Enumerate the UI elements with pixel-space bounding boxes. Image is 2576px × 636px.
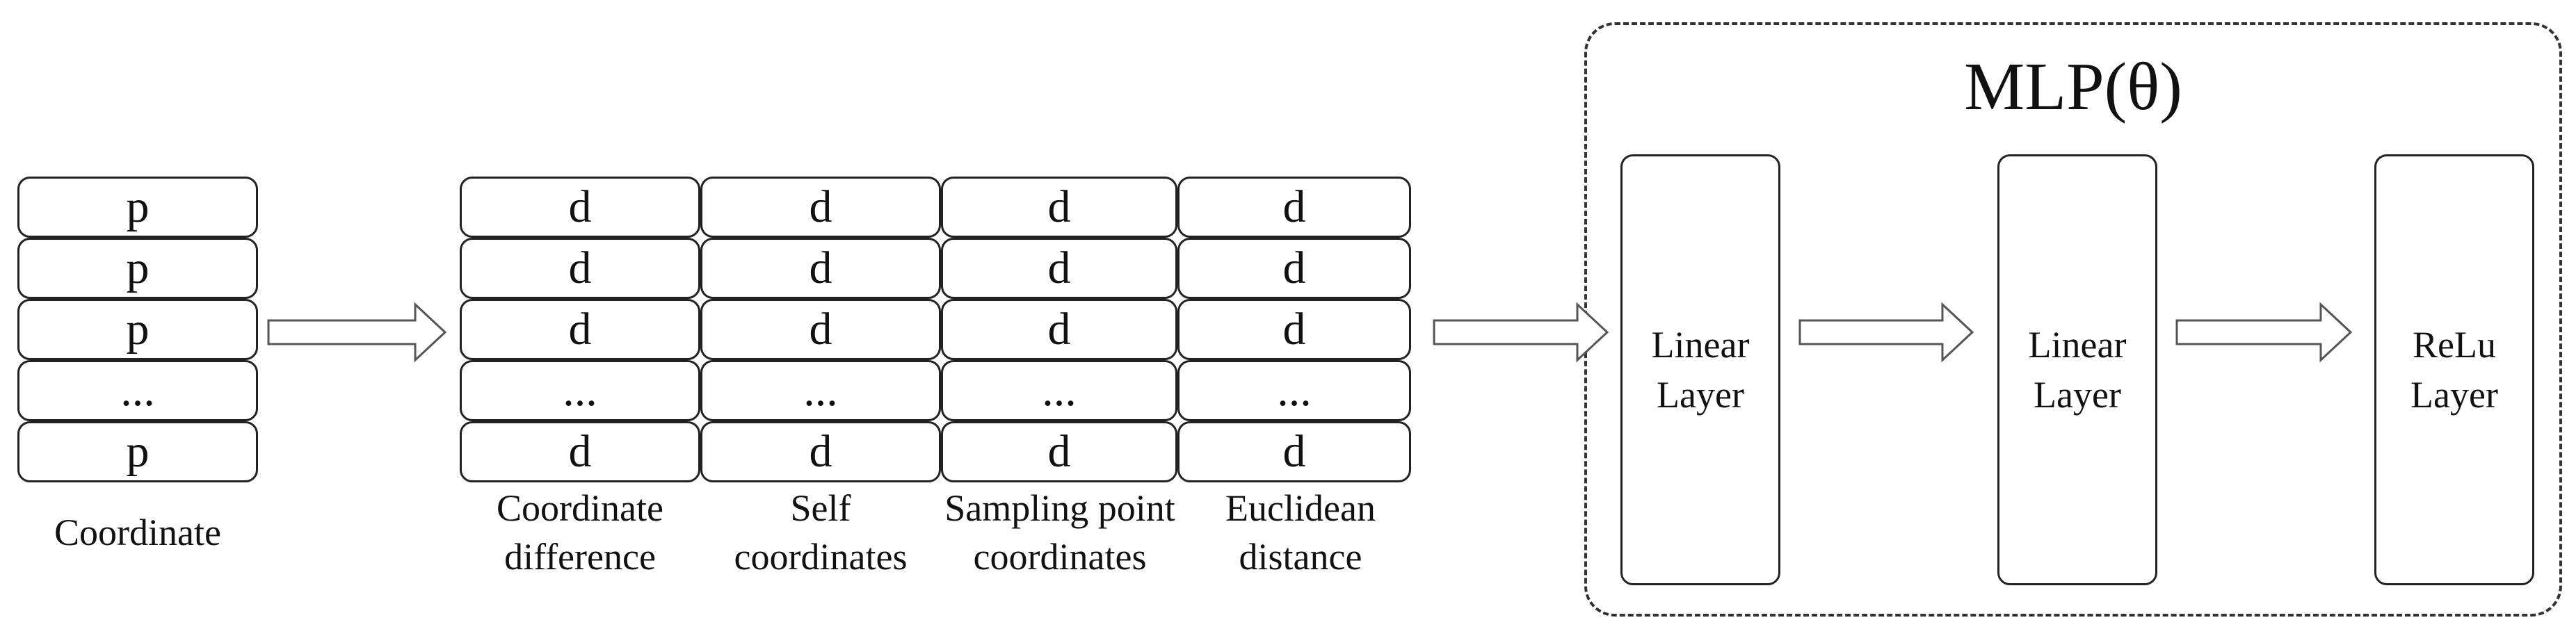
feature-cell: d	[700, 421, 941, 482]
label-line: difference	[504, 536, 656, 578]
feature-column-label: Self coordinates	[702, 484, 939, 581]
coordinate-cell: ...	[17, 360, 258, 421]
coordinate-cell: p	[17, 177, 258, 238]
arrow-right-icon	[1798, 302, 1974, 363]
feature-cell: ...	[941, 360, 1177, 421]
feature-cell: d	[1177, 421, 1411, 482]
feature-cell: d	[460, 299, 700, 360]
mlp-title: MLP(θ)	[1964, 49, 2182, 124]
feature-cell: d	[941, 238, 1177, 299]
feature-cell: d	[460, 238, 700, 299]
feature-column-label: Sampling point coordinates	[931, 484, 1189, 581]
label-line: coordinates	[973, 536, 1147, 578]
arrow-right-icon	[1433, 302, 1609, 363]
layer-label-line: Layer	[1657, 374, 1744, 416]
linear-layer-2: Linear Layer	[1997, 154, 2157, 585]
label-line: Coordinate	[497, 487, 663, 529]
coordinate-cell: p	[17, 421, 258, 482]
feature-column-label: Euclidean distance	[1189, 484, 1412, 581]
feature-cell: d	[1177, 238, 1411, 299]
feature-cell: d	[700, 299, 941, 360]
feature-cell: d	[941, 177, 1177, 238]
label-line: distance	[1239, 536, 1362, 578]
label-line: Self	[790, 487, 851, 529]
arrow-right-icon	[2175, 302, 2353, 363]
coordinate-label: Coordinate	[54, 512, 221, 553]
layer-label-line: Layer	[2410, 374, 2498, 416]
feature-cell: d	[1177, 177, 1411, 238]
feature-cell: ...	[1177, 360, 1411, 421]
layer-label-line: Linear	[2028, 324, 2127, 366]
feature-cell: d	[1177, 299, 1411, 360]
coordinate-cell: p	[17, 238, 258, 299]
feature-cell: d	[700, 177, 941, 238]
label-line: Euclidean	[1225, 487, 1376, 529]
feature-column-label: Coordinate difference	[434, 484, 726, 581]
label-line: coordinates	[734, 536, 908, 578]
label-line: Sampling point	[944, 487, 1175, 529]
feature-cell: d	[460, 421, 700, 482]
layer-label-line: Layer	[2034, 374, 2121, 416]
feature-cell: ...	[460, 360, 700, 421]
feature-cell: ...	[700, 360, 941, 421]
coordinate-cell: p	[17, 299, 258, 360]
linear-layer-1: Linear Layer	[1620, 154, 1780, 585]
feature-cell: d	[700, 238, 941, 299]
layer-label-line: ReLu	[2413, 324, 2496, 366]
layer-label-line: Linear	[1651, 324, 1750, 366]
feature-cell: d	[460, 177, 700, 238]
relu-layer: ReLu Layer	[2374, 154, 2534, 585]
arrow-right-icon	[267, 302, 447, 363]
feature-cell: d	[941, 299, 1177, 360]
feature-cell: d	[941, 421, 1177, 482]
